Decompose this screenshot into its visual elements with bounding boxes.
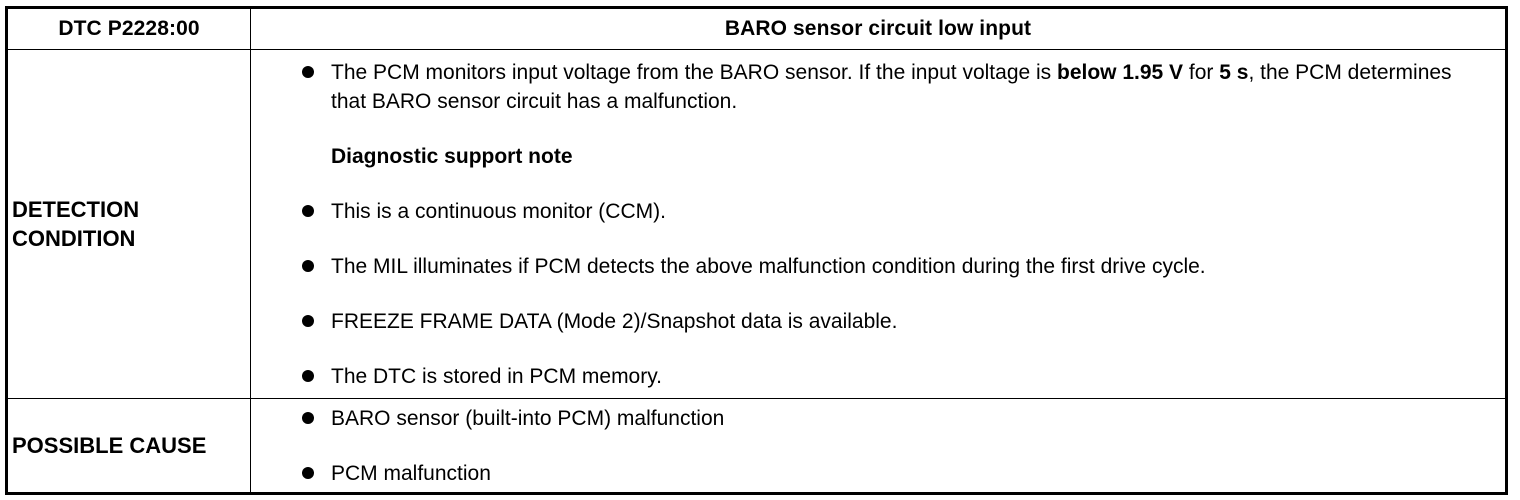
cause-text: PCM malfunction <box>331 461 491 485</box>
bullet-icon <box>302 259 314 272</box>
threshold-duration: 5 s <box>1219 60 1249 84</box>
dtc-table: DTC P2228:00 BARO sensor circuit low inp… <box>5 6 1508 495</box>
note-text: FREEZE FRAME DATA (Mode 2)/Snapshot data… <box>331 309 898 333</box>
dtc-title: BARO sensor circuit low input <box>250 7 1507 50</box>
bullet-icon <box>302 204 314 217</box>
threshold-voltage: below 1.95 V <box>1057 60 1184 84</box>
detection-list-primary: The PCM monitors input voltage from the … <box>299 58 1485 116</box>
list-item: The DTC is stored in PCM memory. <box>299 362 1485 391</box>
note-text: This is a continuous monitor (CCM). <box>331 199 666 223</box>
monitor-text-b: for <box>1183 60 1220 84</box>
list-item: The PCM monitors input voltage from the … <box>299 58 1485 116</box>
possible-cause-content: BARO sensor (built-into PCM) malfunction… <box>250 398 1507 494</box>
diagnostic-notes-list: This is a continuous monitor (CCM). The … <box>299 197 1485 391</box>
header-row: DTC P2228:00 BARO sensor circuit low inp… <box>6 7 1507 50</box>
dtc-code: DTC P2228:00 <box>6 7 251 50</box>
detection-label-line1: DETECTION <box>12 197 140 222</box>
diagnostic-note-heading: Diagnostic support note <box>331 144 573 168</box>
detection-label-line2: CONDITION <box>12 226 136 251</box>
possible-cause-label: POSSIBLE CAUSE <box>6 398 251 494</box>
cause-text: BARO sensor (built-into PCM) malfunction <box>331 406 725 430</box>
possible-cause-list: BARO sensor (built-into PCM) malfunction… <box>299 404 1485 488</box>
note-text: The MIL illuminates if PCM detects the a… <box>331 254 1206 278</box>
list-item: BARO sensor (built-into PCM) malfunction <box>299 404 1485 433</box>
bullet-icon <box>302 466 314 479</box>
bullet-icon <box>302 314 314 327</box>
bullet-icon <box>302 411 314 424</box>
detection-condition-content: The PCM monitors input voltage from the … <box>250 49 1507 399</box>
possible-cause-row: POSSIBLE CAUSE BARO sensor (built-into P… <box>6 398 1507 494</box>
list-item: The MIL illuminates if PCM detects the a… <box>299 252 1485 281</box>
note-text: The DTC is stored in PCM memory. <box>331 364 663 388</box>
detection-condition-label: DETECTION CONDITION <box>6 49 251 399</box>
list-item: This is a continuous monitor (CCM). <box>299 197 1485 226</box>
list-item: FREEZE FRAME DATA (Mode 2)/Snapshot data… <box>299 307 1485 336</box>
list-item: PCM malfunction <box>299 459 1485 488</box>
bullet-icon <box>302 369 314 382</box>
bullet-icon <box>302 65 314 78</box>
detection-condition-row: DETECTION CONDITION The PCM monitors inp… <box>6 49 1507 399</box>
monitor-text-c: , the PCM determines that BARO sensor ci… <box>331 60 1452 113</box>
monitor-text-a: The PCM monitors input voltage from the … <box>331 60 1058 84</box>
